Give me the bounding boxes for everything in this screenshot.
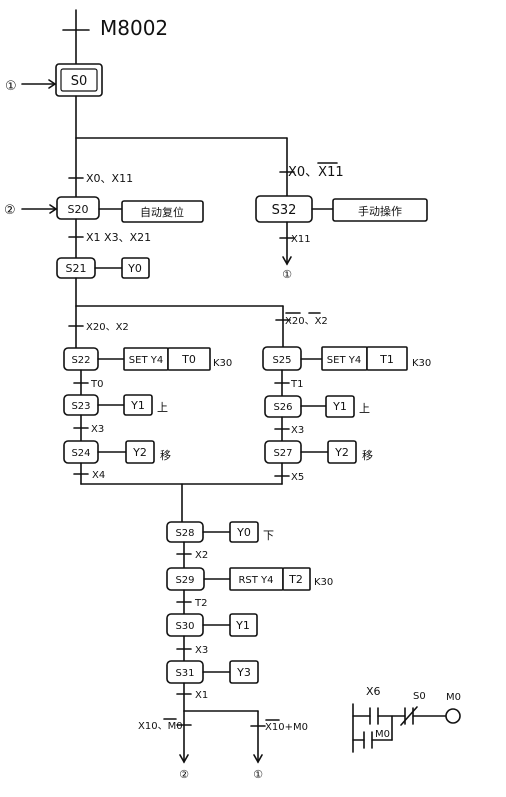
action-s30-y1: [229, 613, 258, 637]
action-s27-y2: [327, 440, 357, 464]
trans-x1-x3-x21: X1 X3、X21: [86, 231, 151, 244]
lower-sequence: S28 Y0 下 X2 S29 RST Y4 T2 K30 T2 S30 Y1 …: [80, 483, 333, 712]
trans-nx10-m0: X10+M0: [265, 722, 308, 733]
action-s22-set-y4-label: SET Y4: [129, 355, 163, 366]
action-s25-t1: [366, 346, 408, 371]
marker-c2-in: ②: [4, 203, 16, 218]
trans-t2: T2: [194, 598, 207, 609]
ladder-m0-contact-label: M0: [375, 729, 390, 740]
note-s29-k30: K30: [314, 577, 333, 588]
step-s20: [56, 196, 100, 220]
marker-c1-out-bottom: ①: [253, 768, 263, 781]
trans-x3-right: X3: [291, 425, 304, 436]
action-s26-y1: [325, 395, 355, 418]
ladder-s0-label: S0: [413, 691, 426, 702]
action-s29-t2: [282, 567, 311, 591]
action-auto-reset-label: 自动复位: [140, 205, 184, 219]
init-section: M8002 ① S0: [5, 9, 168, 97]
action-s21-y0-label: Y0: [127, 262, 142, 275]
action-s29-rst-y4-label: RST Y4: [238, 575, 273, 586]
left-column: S22 SET Y4 T0 K30 T0 S23 Y1 上 X3 S24 Y2 …: [63, 347, 232, 485]
trans-x3-left: X3: [91, 424, 104, 435]
manual-branch: S32 手动操作 X11 ①: [255, 195, 428, 281]
step-s0: [55, 63, 103, 97]
step-s25-label: S25: [272, 355, 291, 366]
step-s24-label: S24: [71, 448, 90, 459]
step-s0-inner: [60, 68, 98, 92]
action-s22-t0: [167, 347, 211, 371]
action-s24-y2-label: Y2: [132, 446, 147, 459]
action-s30-y1-label: Y1: [235, 619, 250, 632]
trans-x10-nm0: X10、M0: [138, 721, 183, 732]
step-s23-label: S23: [71, 401, 90, 412]
step-s21-label: S21: [66, 262, 87, 275]
ladder-coil-m0: [445, 708, 461, 724]
trans-x1: X1: [195, 690, 208, 701]
trans-x5: X5: [291, 472, 304, 483]
note-s22-k30: K30: [213, 358, 232, 369]
init-condition-label: M8002: [100, 16, 168, 40]
note-s27-move: 移: [362, 449, 373, 462]
note-s23-up: 上: [157, 401, 168, 414]
action-s23-y1-label: Y1: [130, 399, 145, 412]
step-s0-label: S0: [71, 74, 88, 89]
marker-c1-in: ①: [5, 79, 17, 94]
action-s28-y0: [229, 521, 259, 543]
action-s22-t0-label: T0: [181, 353, 196, 366]
ladder-fragment: X6 S0 M0 M0: [352, 685, 461, 753]
trans-t0: T0: [90, 379, 103, 390]
action-s27-y2-label: Y2: [334, 446, 349, 459]
parallel-split: X20、X2 X20、X2: [68, 277, 328, 349]
step-s31-label: S31: [175, 668, 194, 679]
step-s27-label: S27: [273, 448, 292, 459]
ladder-m0-coil-label: M0: [446, 692, 461, 703]
action-s24-y2: [125, 440, 155, 464]
trans-x4: X4: [92, 470, 105, 481]
action-s31-y3-label: Y3: [236, 666, 251, 679]
auto-branch: ② S20 自动复位 X1 X3、X21 S21 Y0: [4, 196, 204, 279]
action-auto-reset: [121, 200, 204, 223]
note-s26-up: 上: [359, 402, 370, 415]
action-s26-y1-label: Y1: [332, 400, 347, 413]
action-s29-t2-label: T2: [288, 573, 303, 586]
action-s25-t1-label: T1: [379, 353, 394, 366]
action-s21-y0: [121, 257, 150, 279]
step-s30-label: S30: [175, 621, 194, 632]
step-s32-label: S32: [272, 203, 297, 218]
step-s28-label: S28: [175, 528, 194, 539]
trans-x11: X11: [291, 234, 311, 245]
trans-nx20-nx2: X20、X2: [285, 316, 328, 327]
trans-x3-lower: X3: [195, 645, 208, 656]
marker-c2-out: ②: [179, 768, 189, 781]
trans-x0-nx11: X0、X11: [288, 165, 344, 180]
action-manual: [332, 198, 428, 222]
step-s26-label: S26: [273, 402, 292, 413]
step-s29-label: S29: [175, 575, 194, 586]
step-s22-label: S22: [71, 355, 90, 366]
note-s24-move: 移: [160, 449, 171, 462]
trans-x2: X2: [195, 550, 208, 561]
trans-t1: T1: [290, 379, 303, 390]
action-s31-y3: [229, 660, 259, 684]
trans-x0-x11: X0、X11: [86, 172, 133, 185]
note-s25-k30: K30: [412, 358, 431, 369]
action-s23-y1: [123, 394, 153, 416]
top-branch: X0、X11 X0、X11: [68, 95, 344, 198]
right-column: S25 SET Y4 T1 K30 T1 S26 Y1 上 X3 S27 Y2 …: [262, 346, 431, 485]
action-s25-set-y4-label: SET Y4: [327, 355, 361, 366]
trans-x20-x2: X20、X2: [86, 322, 129, 333]
action-s28-y0-label: Y0: [236, 526, 251, 539]
marker-c1-out-top: ①: [282, 268, 292, 281]
ladder-x6-label: X6: [366, 685, 381, 698]
action-manual-label: 手动操作: [358, 204, 402, 218]
step-s20-label: S20: [68, 203, 89, 216]
final-branch: X10、M0 X10+M0 ② ①: [138, 710, 308, 781]
note-s28-down: 下: [263, 529, 274, 542]
